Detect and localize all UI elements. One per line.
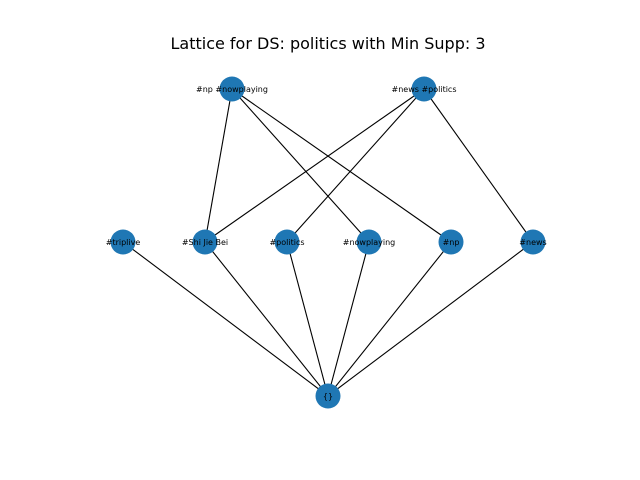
edge-np_nowplaying-nowplaying xyxy=(231,88,370,243)
edge-nowplaying-empty xyxy=(327,241,370,397)
node-np_nowplaying: #np #nowplaying xyxy=(196,76,268,102)
edge-news-empty xyxy=(327,241,534,397)
node-politics: #politics xyxy=(269,229,305,255)
node-nowplaying: #nowplaying xyxy=(343,229,396,255)
edge-news_politics-news xyxy=(423,88,534,243)
node-shijiebei: #Shi Jie Bei xyxy=(182,229,228,255)
node-label: #nowplaying xyxy=(343,238,396,247)
node-label: #news xyxy=(519,238,546,247)
node-label: #politics xyxy=(269,238,304,247)
nodes-group: #np #nowplaying #news #politics #triplive #… xyxy=(106,76,547,409)
edges-group xyxy=(122,88,534,397)
node-np: #np xyxy=(438,229,464,255)
edge-shijiebei-empty xyxy=(204,241,329,397)
edge-np-empty xyxy=(327,241,452,397)
edge-np_nowplaying-np xyxy=(231,88,452,243)
diagram-title: Lattice for DS: politics with Min Supp: … xyxy=(170,34,485,53)
node-empty: {} xyxy=(315,383,341,409)
node-circle xyxy=(219,76,245,102)
node-label: {} xyxy=(323,392,333,401)
node-circle xyxy=(411,76,437,102)
node-circle xyxy=(274,229,300,255)
node-circle xyxy=(356,229,382,255)
node-triplive: #triplive xyxy=(106,229,141,255)
node-circle xyxy=(315,383,341,409)
edge-politics-empty xyxy=(286,241,329,397)
node-news_politics: #news #politics xyxy=(392,76,457,102)
node-circle xyxy=(110,229,136,255)
edge-news_politics-politics xyxy=(286,88,425,243)
node-label: #triplive xyxy=(106,238,141,247)
edge-news_politics-shijiebei xyxy=(204,88,425,243)
node-label: #Shi Jie Bei xyxy=(182,238,228,247)
node-news: #news xyxy=(519,229,547,255)
edge-np_nowplaying-shijiebei xyxy=(204,88,233,243)
edge-triplive-empty xyxy=(122,241,329,397)
node-label: #np #nowplaying xyxy=(196,85,268,94)
node-circle xyxy=(438,229,464,255)
node-label: #news #politics xyxy=(392,85,457,94)
node-label: #np xyxy=(443,238,460,247)
node-circle xyxy=(192,229,218,255)
node-circle xyxy=(520,229,546,255)
